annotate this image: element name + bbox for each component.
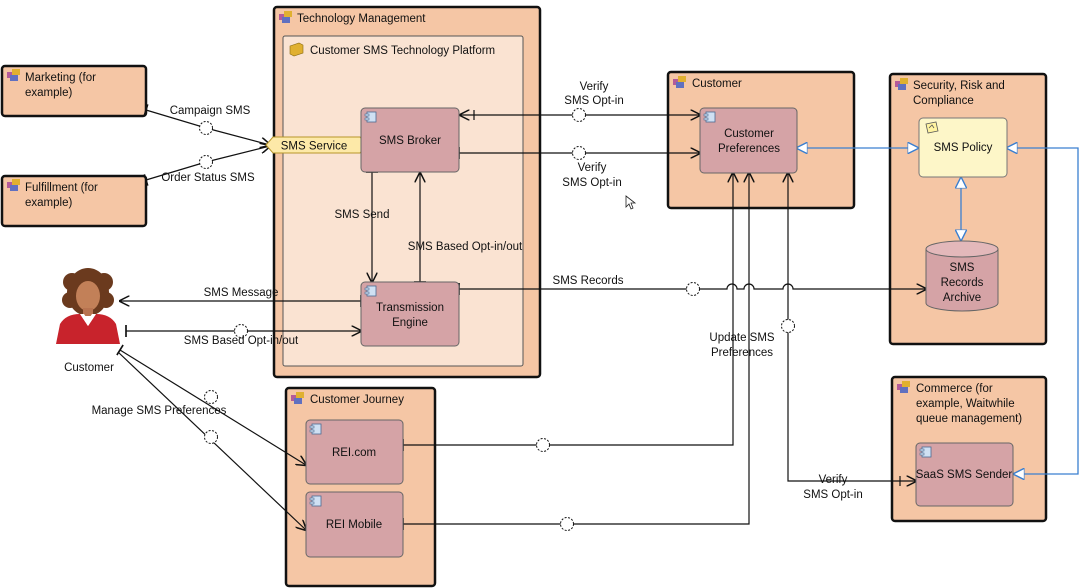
sms-records-archive-node[interactable]: SMS Records Archive	[925, 240, 999, 312]
actor-label: Customer	[64, 362, 114, 374]
person-icon[interactable]	[56, 268, 120, 344]
node-label: Preferences	[718, 143, 780, 155]
connector-label: Verify	[578, 162, 607, 174]
component-icon	[309, 495, 322, 507]
sms-broker-component[interactable]: SMS Broker	[360, 107, 460, 173]
node-label: Records	[941, 277, 984, 289]
sms-service-interface[interactable]: SMS Service	[265, 136, 367, 154]
connector-label: SMS Message	[204, 287, 279, 299]
node-label: Engine	[392, 317, 428, 329]
customer-preferences-component[interactable]: Customer Preferences	[699, 107, 798, 174]
group-title: Customer Journey	[310, 394, 404, 406]
node-label: SMS Service	[281, 141, 347, 153]
connector-label: SMS Send	[335, 209, 390, 221]
connector-manage-prefs-web[interactable]	[120, 350, 306, 465]
node-label: SaaS SMS Sender	[916, 469, 1013, 481]
group-title: example)	[25, 87, 72, 99]
node-label: SMS Broker	[379, 135, 441, 147]
group-icon	[7, 69, 20, 81]
sms-policy-node[interactable]: SMS Policy	[918, 117, 1008, 178]
connector-label: SMS Opt-in	[803, 489, 862, 501]
group-title: queue management)	[916, 413, 1022, 425]
group-icon	[895, 78, 908, 90]
connector-label: SMS Based Opt-in/out	[184, 335, 299, 347]
group-title: Compliance	[913, 95, 974, 107]
platform-icon	[289, 42, 304, 57]
node-label: SMS	[950, 262, 975, 274]
association-policy-saas[interactable]	[1007, 148, 1079, 474]
node-label: REI Mobile	[326, 519, 382, 531]
group-title: Customer	[692, 78, 742, 90]
group-title: Security, Risk and	[913, 80, 1005, 92]
group-title: Customer SMS Technology Platform	[310, 45, 495, 57]
connector-label: Verify	[819, 474, 848, 486]
saas-sms-sender-component[interactable]: SaaS SMS Sender	[915, 442, 1014, 507]
connector-label: SMS Records	[553, 275, 624, 287]
group-fulfillment[interactable]: Fulfillment (for example)	[0, 174, 148, 228]
connector-update-prefs-mobile[interactable]	[403, 173, 749, 524]
group-title: Technology Management	[297, 13, 426, 25]
connector-label: Manage SMS Preferences	[92, 405, 227, 417]
group-title: Marketing (for	[25, 72, 96, 84]
policy-icon	[925, 121, 939, 134]
component-icon	[364, 285, 377, 297]
connector-label: Update SMS	[709, 332, 775, 344]
connector-label: SMS Based Opt-in/out	[408, 241, 523, 253]
group-icon	[7, 179, 20, 191]
connector-label: SMS Opt-in	[564, 95, 623, 107]
transmission-engine-component[interactable]: Transmission Engine	[360, 281, 460, 347]
mouse-cursor-icon	[625, 195, 637, 210]
rei-mobile-component[interactable]: REI Mobile	[305, 491, 404, 558]
connector-label: SMS Opt-in	[562, 177, 621, 189]
group-title: example)	[25, 197, 72, 209]
connector-verify-optin-saas[interactable]	[788, 173, 916, 481]
node-label: SMS Policy	[934, 142, 993, 154]
component-icon	[364, 111, 377, 123]
connector-label: Campaign SMS	[170, 105, 251, 117]
group-icon	[673, 76, 686, 88]
rei-com-component[interactable]: REI.com	[305, 419, 404, 485]
node-label: Customer	[724, 128, 774, 140]
connector-label: Order Status SMS	[161, 172, 255, 184]
connector-label: Preferences	[711, 347, 773, 359]
node-label: Transmission	[376, 302, 444, 314]
interface-markers	[199, 108, 795, 531]
group-title: Commerce (for	[916, 383, 993, 395]
node-label: Archive	[943, 292, 981, 304]
group-icon	[279, 11, 292, 23]
group-marketing[interactable]: Marketing (for example)	[0, 64, 148, 118]
group-title: Fulfillment (for	[25, 182, 98, 194]
group-title: example, Waitwhile	[916, 398, 1015, 410]
component-icon	[703, 111, 716, 123]
connector-label: Verify	[580, 81, 609, 93]
node-label: REI.com	[332, 447, 376, 459]
component-icon	[309, 423, 322, 435]
component-icon	[919, 446, 932, 458]
